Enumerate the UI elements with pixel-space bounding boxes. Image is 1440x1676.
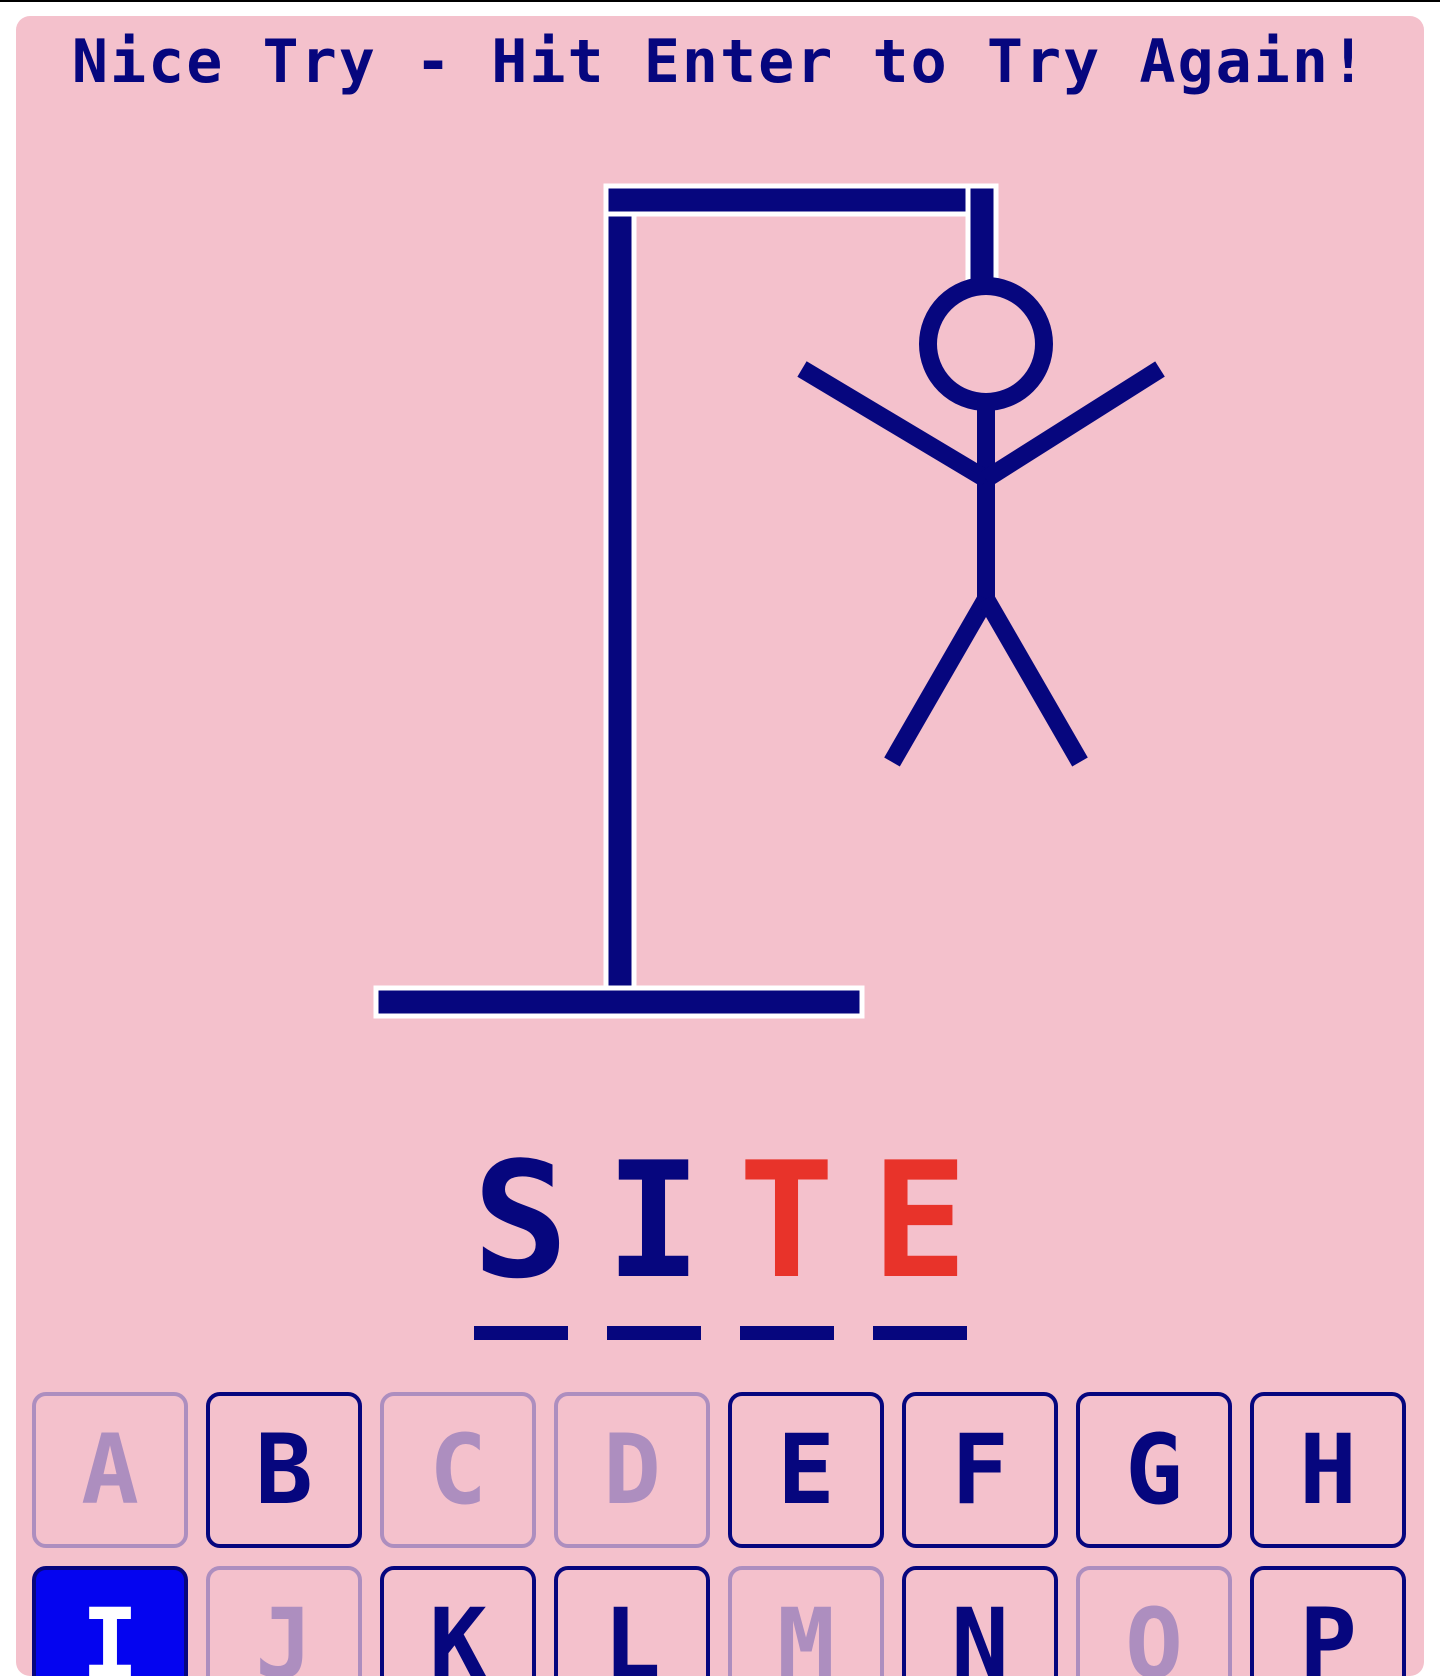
status-message: Nice Try - Hit Enter to Try Again! (71, 27, 1369, 97)
word-letter: T (738, 1127, 835, 1314)
key-m[interactable]: M (728, 1566, 884, 1676)
window-top-border (0, 0, 1440, 2)
word-letter-slot: T (738, 1127, 835, 1340)
key-g[interactable]: G (1076, 1392, 1232, 1548)
hangman-drawing (373, 183, 1165, 1019)
word-letter-slot: S (472, 1127, 569, 1340)
figure-left-arm (797, 361, 991, 487)
key-n[interactable]: N (902, 1566, 1058, 1676)
key-d[interactable]: D (554, 1392, 710, 1548)
gallows-beam (603, 183, 986, 217)
hanged-figure (797, 277, 1165, 767)
key-b[interactable]: B (206, 1392, 362, 1548)
key-i[interactable]: I (32, 1566, 188, 1676)
letter-underline (606, 1326, 701, 1340)
figure-head (919, 277, 1053, 411)
word-letter: S (472, 1127, 569, 1314)
word-letter: E (871, 1127, 968, 1314)
word-letter: I (605, 1127, 702, 1314)
figure-left-leg (884, 594, 994, 767)
word-letter-slot: I (605, 1127, 702, 1340)
key-o[interactable]: O (1076, 1566, 1232, 1676)
key-l[interactable]: L (554, 1566, 710, 1676)
key-f[interactable]: F (902, 1392, 1058, 1548)
gallows-rope (965, 183, 999, 289)
letter-underline (872, 1326, 967, 1340)
word-letter-slot: E (871, 1127, 968, 1340)
key-k[interactable]: K (380, 1566, 536, 1676)
figure-right-arm (981, 361, 1165, 487)
key-a[interactable]: A (32, 1392, 188, 1548)
letter-underline (473, 1326, 568, 1340)
letter-underline (739, 1326, 834, 1340)
key-c[interactable]: C (380, 1392, 536, 1548)
key-e[interactable]: E (728, 1392, 884, 1548)
key-j[interactable]: J (206, 1566, 362, 1676)
gallows-base (373, 985, 865, 1019)
gallows-pole (603, 211, 637, 991)
figure-right-leg (978, 594, 1088, 767)
key-p[interactable]: P (1250, 1566, 1406, 1676)
key-h[interactable]: H (1250, 1392, 1406, 1548)
